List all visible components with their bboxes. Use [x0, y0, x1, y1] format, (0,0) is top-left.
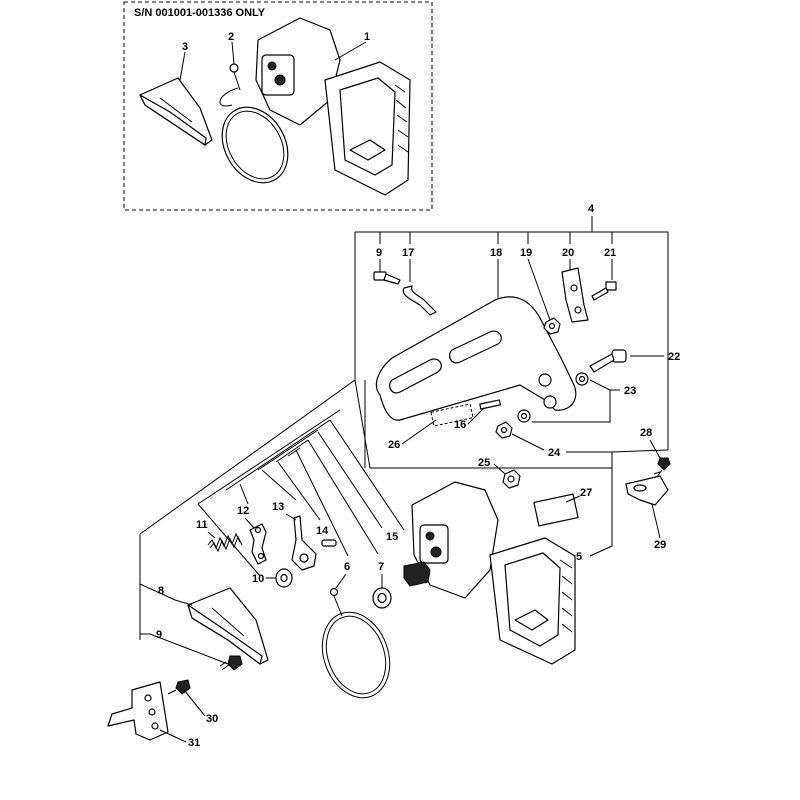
callout-20: 20 [562, 247, 574, 259]
callout-11: 11 [196, 519, 208, 531]
part-24-nut [495, 421, 513, 439]
part-14-pin [321, 539, 337, 547]
part-10-bushing [275, 568, 293, 588]
part-20-plate [561, 267, 589, 323]
callout-7: 7 [378, 561, 384, 573]
callout-19: 19 [520, 247, 532, 259]
inset-part-1-sprocket-cover [255, 17, 411, 196]
callout-29: 29 [654, 539, 666, 551]
callout-8: 8 [158, 585, 164, 597]
callout-23: 23 [624, 385, 636, 397]
inset-part-2-brake-band [219, 63, 289, 184]
part-31-plate [107, 681, 169, 741]
part-11-spring [207, 532, 243, 553]
callout-21: 21 [604, 247, 616, 259]
part-29-catch [625, 475, 669, 506]
leader-inset-1 [334, 41, 367, 61]
callout-4: 4 [588, 203, 595, 215]
part-9-bolt-top [373, 271, 401, 285]
callout-9-top: 9 [376, 247, 382, 259]
part-26-label-sticker [430, 403, 474, 427]
callout-inset-2: 2 [228, 31, 234, 43]
callout-26: 26 [388, 439, 400, 451]
part-9-screw-bottom [219, 655, 243, 671]
callout-6: 6 [344, 561, 350, 573]
callout-17: 17 [402, 247, 414, 259]
callout-12: 12 [237, 505, 249, 517]
part-15-block [403, 561, 431, 587]
leader-inset-2 [231, 41, 235, 65]
serial-note: S/N 001001-001336 ONLY [134, 7, 266, 19]
inset-frame [123, 1, 433, 211]
part-23-washer-b [517, 409, 531, 423]
part-13-lever [291, 515, 317, 571]
callout-18: 18 [490, 247, 502, 259]
part-19-nut [543, 317, 561, 335]
part-12-link [249, 523, 267, 565]
inset-part-3-chain-guide-plate [139, 77, 213, 146]
part-5-sprocket-cover [411, 481, 576, 665]
callout-22: 22 [668, 351, 680, 363]
callout-inset-3: 3 [182, 41, 188, 53]
callout-9-bottom: 9 [156, 629, 162, 641]
callout-30: 30 [206, 713, 218, 725]
callout-27: 27 [580, 487, 592, 499]
part-6-brake-band [321, 587, 391, 699]
callout-14: 14 [316, 525, 329, 537]
part-7-bushing [372, 587, 392, 609]
part-22-bolt [589, 349, 627, 373]
callout-16: 16 [454, 419, 466, 431]
part-16-pin [479, 399, 502, 410]
part-25-nut [502, 469, 521, 489]
part-28-screw [653, 457, 671, 479]
callout-24: 24 [548, 447, 561, 459]
leader-inset-3 [179, 51, 186, 81]
bracket-4 [355, 231, 669, 450]
callout-inset-1: 1 [364, 31, 370, 43]
callout-5: 5 [576, 551, 582, 563]
callout-10: 10 [252, 573, 264, 585]
callout-15: 15 [386, 531, 398, 543]
part-27-sticker [533, 493, 579, 527]
part-8-guide-plate [187, 587, 269, 665]
part-17-clip [402, 285, 437, 316]
part-23-washer-a [575, 372, 589, 386]
part-30-screw [167, 679, 191, 695]
callout-25: 25 [478, 457, 490, 469]
callout-28: 28 [640, 427, 652, 439]
callout-31: 31 [188, 737, 200, 749]
leader-fan [139, 379, 405, 640]
callout-13: 13 [272, 501, 284, 513]
part-18-brake-lever [375, 296, 577, 421]
part-21-bolt [591, 281, 617, 301]
